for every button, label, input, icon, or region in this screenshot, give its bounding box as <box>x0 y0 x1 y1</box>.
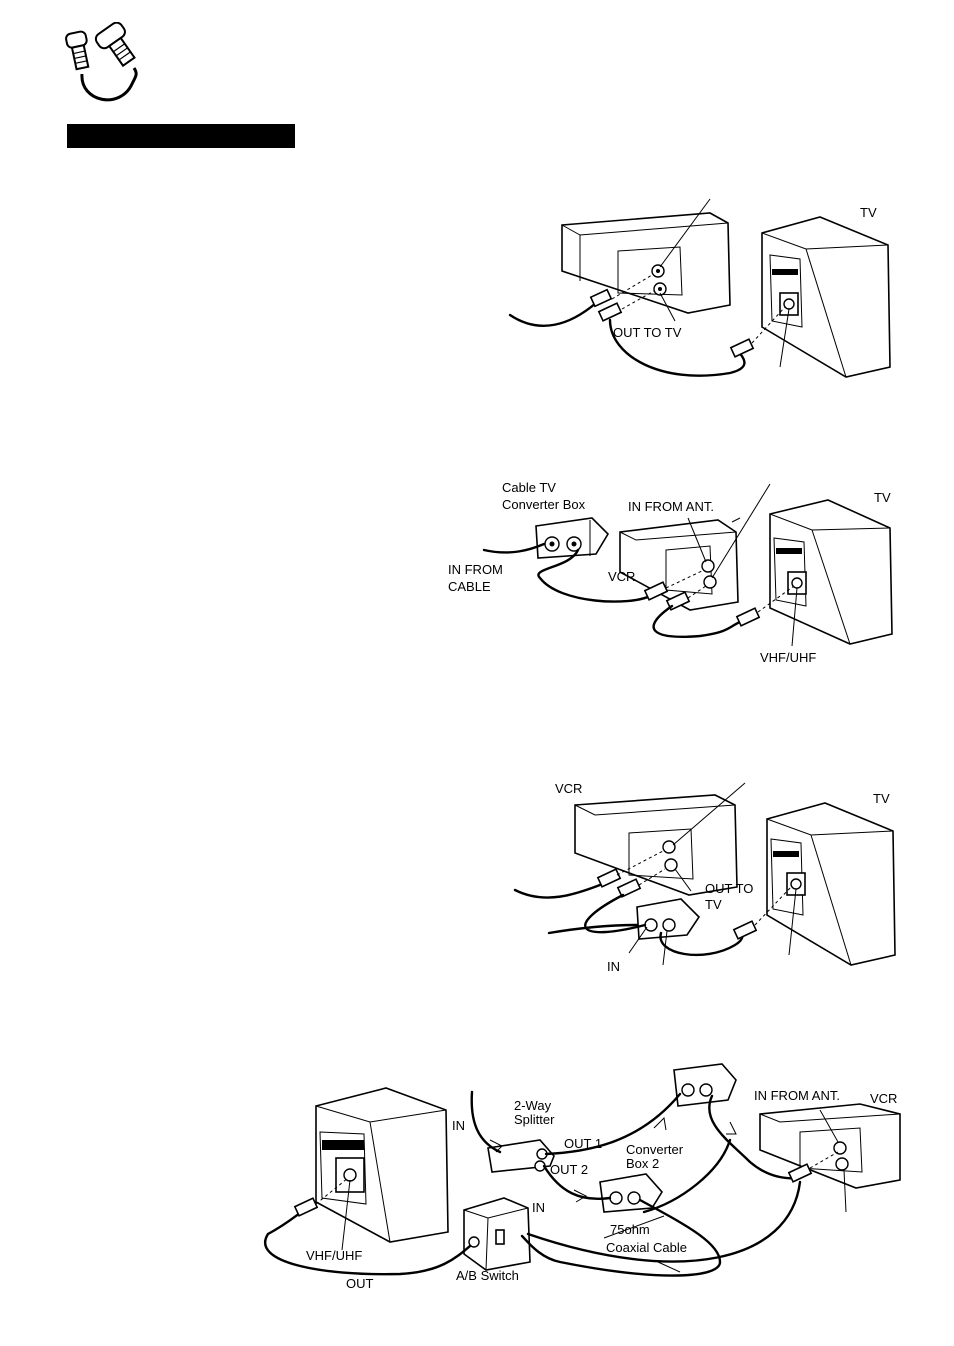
out-1-label: OUT 1 <box>564 1136 602 1151</box>
out-to-tv-label-line1: OUT TO <box>705 881 753 896</box>
tv-label: TV <box>874 490 891 505</box>
out-to-tv-label: OUT TO TV <box>613 325 682 340</box>
vhf-uhf-label: VHF/UHF <box>306 1248 362 1263</box>
in-from-ant-label: IN FROM ANT. <box>754 1088 840 1103</box>
vcr-device <box>562 213 730 313</box>
ab-switch-in-label: IN <box>532 1200 545 1215</box>
tv-label: TV <box>873 791 890 806</box>
out-2-label: OUT 2 <box>550 1162 588 1177</box>
tv-device <box>770 500 892 644</box>
tv-label: TV <box>860 205 877 220</box>
splitter-label-line1: 2-Way <box>514 1098 552 1113</box>
in-from-ant-label: IN FROM ANT. <box>628 499 714 514</box>
section-title-bar <box>67 124 295 148</box>
tv-device <box>762 217 890 377</box>
in-from-cable-label-line1: IN FROM <box>448 562 503 577</box>
diagram-vcr-splitter-tv: VCR TV OUT TO TV IN <box>505 775 905 985</box>
converter-box-label-line2: Converter Box <box>502 497 586 512</box>
diagram-antenna-vcr-tv: TV OUT TO TV <box>500 195 900 390</box>
in-from-cable-label-line2: CABLE <box>448 579 491 594</box>
vhf-uhf-label: VHF/UHF <box>760 650 816 665</box>
in-label: IN <box>452 1118 465 1133</box>
out-label: OUT <box>346 1276 374 1291</box>
tv-device <box>316 1088 448 1242</box>
coax-cable-label-line2: Coaxial Cable <box>606 1240 687 1255</box>
vcr-label: VCR <box>555 781 582 796</box>
coax-cable-label-line1: 75ohm <box>610 1222 650 1237</box>
out-to-tv-label-line2: TV <box>705 897 722 912</box>
converter-box-2-label-line2: Box 2 <box>626 1156 659 1171</box>
vcr-device <box>760 1104 900 1188</box>
diagram-splitter-ab-switch: IN 2-Way Splitter OUT 1 OUT 2 Converter … <box>260 1062 910 1302</box>
diagram-cable-box-vcr-tv: Cable TV Converter Box IN FROM ANT. TV I… <box>440 478 910 668</box>
splitter-box-device <box>637 899 699 939</box>
tv-device <box>767 803 895 965</box>
converter-box-1-device <box>674 1064 736 1106</box>
in-label: IN <box>607 959 620 974</box>
converter-box-label-line1: Cable TV <box>502 480 556 495</box>
converter-box-device <box>536 518 608 558</box>
cable-plug-icon <box>60 22 160 112</box>
splitter-label-line2: Splitter <box>514 1112 555 1127</box>
converter-box-2-label-line1: Converter <box>626 1142 684 1157</box>
ab-switch-device <box>464 1198 530 1270</box>
vcr-label: VCR <box>608 569 635 584</box>
ab-switch-label: A/B Switch <box>456 1268 519 1283</box>
vcr-label: VCR <box>870 1091 897 1106</box>
